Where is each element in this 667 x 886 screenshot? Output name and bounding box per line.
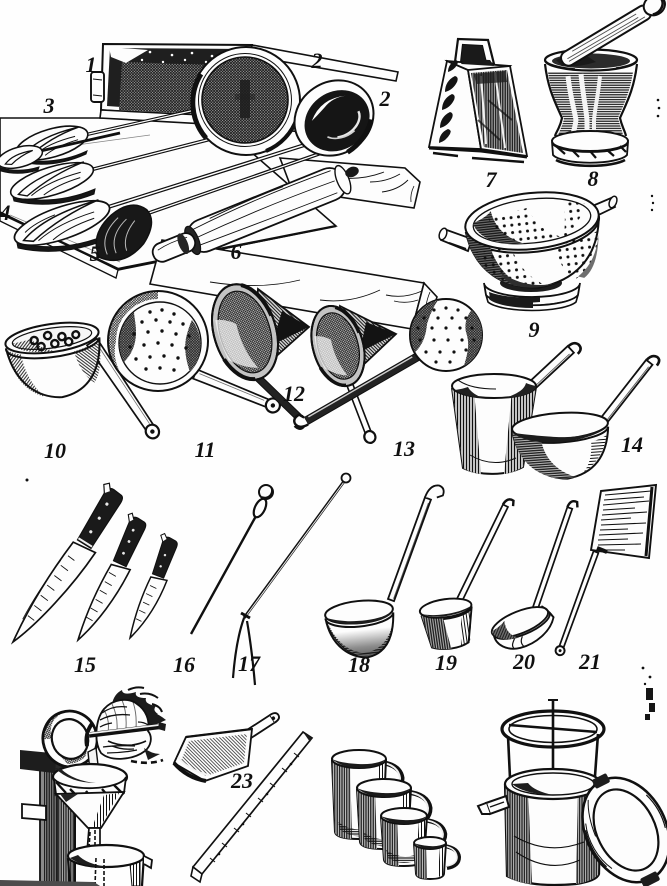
svg-text:19: 19 [435,650,457,675]
svg-text:6: 6 [231,239,242,264]
svg-text:18: 18 [348,652,370,677]
svg-text:17: 17 [238,651,261,676]
svg-text:1: 1 [86,52,97,77]
svg-text:23: 23 [230,768,253,793]
svg-text:20: 20 [512,649,535,674]
svg-text:9: 9 [529,317,540,342]
svg-text:5: 5 [90,241,101,266]
svg-text:3: 3 [43,93,55,118]
svg-text:13: 13 [393,436,415,461]
svg-text:15: 15 [74,652,96,677]
svg-text:2: 2 [379,86,391,111]
svg-text:8: 8 [588,166,599,191]
svg-text:16: 16 [173,652,195,677]
svg-text:2: 2 [311,48,323,73]
svg-text:12: 12 [283,381,305,406]
svg-text:4: 4 [0,200,11,225]
svg-text:7: 7 [486,167,498,192]
svg-text:14: 14 [621,432,643,457]
svg-text:10: 10 [44,438,66,463]
svg-text:21: 21 [578,649,601,674]
svg-text:11: 11 [195,437,216,462]
